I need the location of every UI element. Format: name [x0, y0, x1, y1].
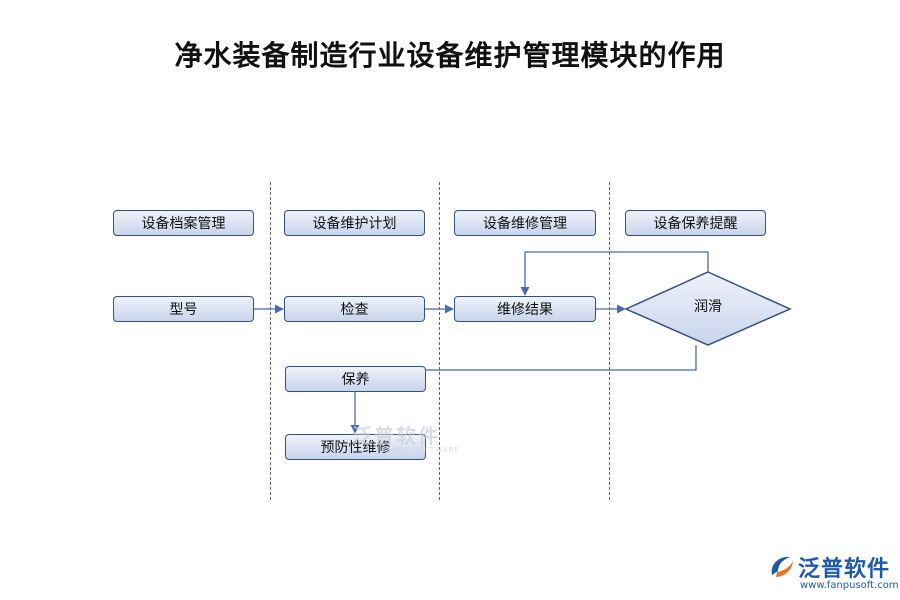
node-inspection[interactable]: 检查 — [284, 296, 425, 322]
lane-divider — [439, 182, 440, 500]
edge-lubrication-to-repair-result — [520, 251, 709, 296]
watermark-subtext: FANPU SOFTWARE — [382, 446, 460, 454]
logo-url: www.fanpusoft.com — [800, 580, 899, 591]
watermark-text: 泛普软件 — [352, 424, 440, 448]
lane-header-repair-management[interactable]: 设备维修管理 — [454, 210, 596, 236]
node-maintenance[interactable]: 保养 — [285, 366, 426, 392]
lane-divider — [270, 182, 271, 500]
watermark: 泛普软件 FANPU SOFTWARE — [352, 420, 460, 454]
node-model[interactable]: 型号 — [113, 296, 254, 322]
lane-header-maintenance-reminder[interactable]: 设备保养提醒 — [625, 210, 766, 236]
brand-logo: 泛普软件 www.fanpusoft.com — [768, 553, 899, 597]
fanpu-logo-icon — [771, 556, 793, 577]
node-repair-result[interactable]: 维修结果 — [454, 296, 596, 322]
node-preventive-repair[interactable]: 预防性维修 — [285, 434, 426, 460]
page-title: 净水装备制造行业设备维护管理模块的作用 — [174, 39, 726, 72]
lubrication-decision-diamond — [624, 271, 792, 346]
logo-name: 泛普软件 — [798, 557, 891, 582]
node-lubrication-label[interactable]: 润滑 — [694, 299, 722, 315]
edge-lubrication-to-maintenance — [426, 345, 697, 371]
lane-divider — [609, 182, 610, 500]
lane-header-equipment-archive[interactable]: 设备档案管理 — [113, 210, 254, 236]
lane-header-maintenance-plan[interactable]: 设备维护计划 — [284, 210, 425, 236]
